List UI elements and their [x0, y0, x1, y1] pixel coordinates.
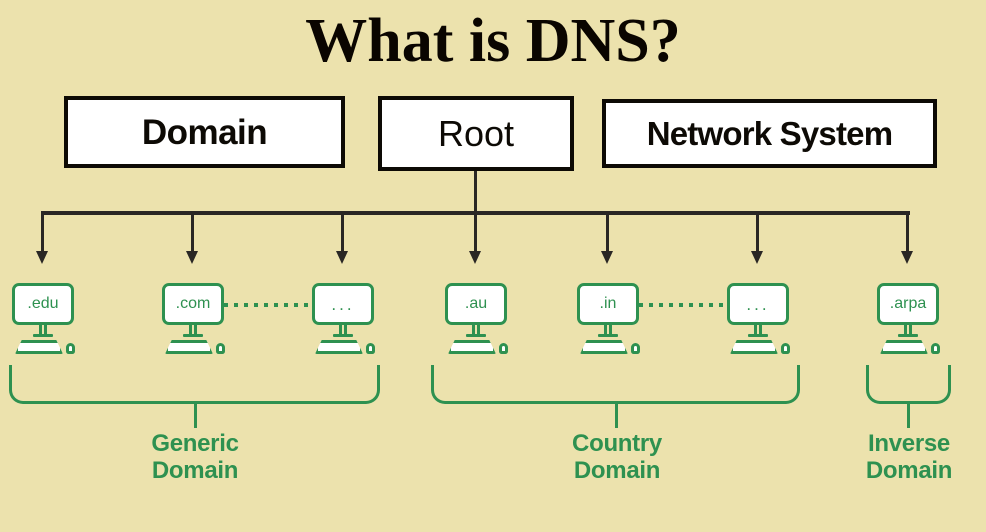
- group-label-country-domain: Country Domain: [517, 430, 717, 484]
- monitor-stand-base: [598, 334, 618, 337]
- monitor-stand-base: [466, 334, 486, 337]
- arrow-head-7: [901, 251, 913, 264]
- keyboard-icon: [880, 340, 928, 354]
- monitor-stand-base: [183, 334, 203, 337]
- keyboard-icon: [315, 340, 363, 354]
- node-computer-edu[interactable]: .edu: [12, 283, 75, 361]
- arrow-head-5: [601, 251, 613, 264]
- node-computer-generic-ellipsis[interactable]: ...: [312, 283, 375, 361]
- arrow-head-1: [36, 251, 48, 264]
- page-title: What is DNS?: [305, 7, 681, 75]
- dotted-connector-generic: [224, 303, 320, 307]
- group-label-inverse-domain: Inverse Domain: [809, 430, 986, 484]
- monitor-stand-neck: [604, 325, 612, 334]
- bracket-generic-domain: [9, 365, 380, 404]
- acronym-box-domain-label: Domain: [141, 112, 268, 152]
- bracket-stem-country-domain: [615, 404, 618, 428]
- monitor-stand-neck: [189, 325, 197, 334]
- group-label-line1: Generic: [151, 430, 239, 457]
- bracket-stem-generic-domain: [194, 404, 197, 428]
- dotted-connector-country: [639, 303, 735, 307]
- monitor-stand-base: [33, 334, 53, 337]
- arrow-head-2: [186, 251, 198, 264]
- monitor-stand-neck: [904, 325, 912, 334]
- mouse-icon: [366, 343, 375, 354]
- mouse-icon: [781, 343, 790, 354]
- node-computer-com[interactable]: .com: [162, 283, 225, 361]
- arrow-stem-4: [474, 213, 477, 253]
- node-computer-country-ellipsis[interactable]: ...: [727, 283, 790, 361]
- node-label: .edu: [27, 295, 59, 312]
- group-label-line2: Domain: [573, 457, 661, 484]
- bracket-country-domain: [431, 365, 800, 404]
- arrow-stem-1: [41, 213, 44, 253]
- acronym-box-network-system-label: Network System: [646, 115, 893, 152]
- node-label: .com: [175, 295, 211, 312]
- group-label-line2: Domain: [865, 457, 953, 484]
- monitor-stand-neck: [754, 325, 762, 334]
- node-label: ...: [331, 294, 355, 314]
- arrow-head-6: [751, 251, 763, 264]
- node-computer-arpa[interactable]: .arpa: [877, 283, 940, 361]
- monitor-stand-base: [748, 334, 768, 337]
- node-label: .in: [599, 295, 617, 312]
- monitor-stand-base: [898, 334, 918, 337]
- arrow-stem-5: [606, 213, 609, 253]
- mouse-icon: [499, 343, 508, 354]
- group-label-line2: Domain: [151, 457, 239, 484]
- root-drop-line: [474, 171, 477, 215]
- node-label: ...: [746, 294, 770, 314]
- acronym-box-network-system: Network System: [602, 99, 937, 168]
- arrow-stem-2: [191, 213, 194, 253]
- mouse-icon: [631, 343, 640, 354]
- arrow-head-3: [336, 251, 348, 264]
- monitor-icon: .in: [577, 283, 639, 325]
- monitor-stand-neck: [339, 325, 347, 334]
- monitor-stand-base: [333, 334, 353, 337]
- bracket-inverse-domain: [866, 365, 951, 404]
- mouse-icon: [931, 343, 940, 354]
- monitor-icon: .au: [445, 283, 507, 325]
- monitor-stand-neck: [472, 325, 480, 334]
- monitor-icon: .edu: [12, 283, 74, 325]
- arrow-head-4: [469, 251, 481, 264]
- mouse-icon: [66, 343, 75, 354]
- arrow-stem-6: [756, 213, 759, 253]
- monitor-stand-neck: [39, 325, 47, 334]
- monitor-icon: ...: [727, 283, 789, 325]
- acronym-box-root-label: Root: [437, 112, 515, 154]
- mouse-icon: [216, 343, 225, 354]
- node-computer-au[interactable]: .au: [445, 283, 508, 361]
- bracket-stem-inverse-domain: [907, 404, 910, 428]
- keyboard-icon: [730, 340, 778, 354]
- group-label-line1: Inverse: [868, 430, 950, 457]
- node-computer-in[interactable]: .in: [577, 283, 640, 361]
- node-label: .arpa: [889, 295, 927, 312]
- keyboard-icon: [448, 340, 496, 354]
- keyboard-icon: [165, 340, 213, 354]
- arrow-stem-7: [906, 213, 909, 253]
- group-label-line1: Country: [572, 430, 662, 457]
- acronym-box-root: Root: [378, 96, 574, 171]
- keyboard-icon: [580, 340, 628, 354]
- monitor-icon: .com: [162, 283, 224, 325]
- node-label: .au: [464, 295, 488, 312]
- monitor-icon: ...: [312, 283, 374, 325]
- arrow-stem-3: [341, 213, 344, 253]
- keyboard-icon: [15, 340, 63, 354]
- acronym-box-domain: Domain: [64, 96, 345, 168]
- group-label-generic-domain: Generic Domain: [95, 430, 295, 484]
- monitor-icon: .arpa: [877, 283, 939, 325]
